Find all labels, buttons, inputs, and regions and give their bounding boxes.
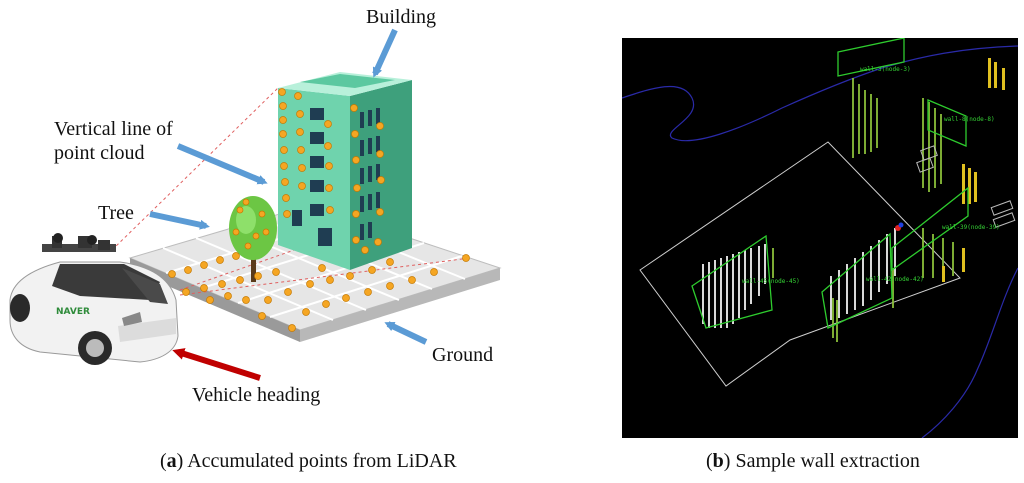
- vertical-line-arrow: [176, 143, 268, 185]
- ground-plane: [128, 204, 502, 342]
- lidar-points: [168, 88, 470, 332]
- vertical-line-label-line1: Vertical line of: [54, 118, 173, 140]
- vehicle-illustration: [9, 233, 179, 365]
- point-cluster: [942, 58, 1005, 282]
- wall-tag-45: wall-45(node-45): [742, 278, 800, 285]
- building-illustration: [278, 72, 412, 270]
- wall-tag-8: wall-8(node-8): [944, 116, 995, 123]
- caption-b: (b) Sample wall extraction: [706, 450, 920, 472]
- ground-label: Ground: [432, 344, 494, 366]
- wall-box-39: [891, 186, 969, 272]
- annotation-arrows: [149, 28, 428, 381]
- point-cluster: [702, 228, 896, 328]
- vertical-line-label-line2: point cloud: [54, 142, 145, 164]
- tree-arrow: [149, 211, 210, 230]
- wall-tag-39: wall-39(node-39): [942, 224, 1000, 231]
- caption-b-letter: b: [712, 450, 724, 472]
- boundary-curves: [621, 45, 1019, 439]
- ground-arrow: [384, 321, 428, 345]
- panel-b-wall-extraction-view: wall-3(node-3) wall-8(node-8) wall-39(no…: [621, 37, 1019, 439]
- tree-label: Tree: [98, 202, 134, 224]
- wall-bounding-boxes: [691, 37, 969, 329]
- car-brand-logo: NAVER: [56, 307, 90, 317]
- sensor-origin-marker-secondary: [898, 222, 904, 228]
- wall-tag-42: wall-42(node-42): [866, 276, 924, 283]
- point-cloud-render: [621, 37, 1019, 439]
- caption-b-text: Sample wall extraction: [735, 450, 920, 472]
- detected-object-boxes: [916, 145, 1016, 228]
- wall-box-42: [821, 232, 893, 329]
- caption-a: (a) Accumulated points from LiDAR: [160, 450, 457, 472]
- lidar-rays: [111, 87, 471, 296]
- building-arrow: [372, 28, 398, 78]
- panel-a-illustration: NAVER Building Vertical line of point cl…: [9, 6, 502, 406]
- vehicle-heading-label: Vehicle heading: [192, 384, 321, 406]
- building-footprint-outline: [639, 141, 961, 387]
- wall-box-3: [837, 37, 905, 77]
- wall-box-45: [691, 234, 773, 329]
- caption-a-text: Accumulated points from LiDAR: [187, 450, 457, 472]
- wall-box-8: [927, 99, 967, 147]
- vehicle-heading-arrow: [172, 348, 261, 381]
- lidar-scene-illustration: NAVER: [9, 28, 502, 381]
- wall-tag-3: wall-3(node-3): [860, 66, 911, 73]
- building-label: Building: [366, 6, 437, 28]
- caption-a-letter: a: [166, 450, 177, 472]
